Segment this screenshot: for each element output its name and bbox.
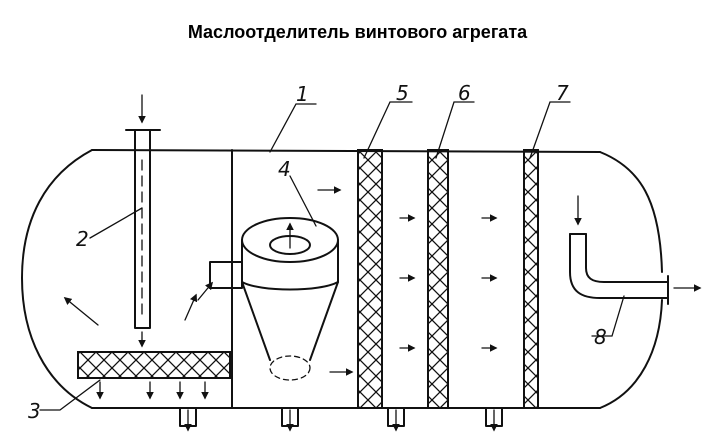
mesh-pad-5 [357,149,383,409]
flow-arrows [317,186,498,376]
inlet-pipe [125,94,161,348]
label-1: 1 [296,82,309,106]
label-3: 3 [28,399,41,423]
mesh-pad-3 [77,351,231,400]
label-6: 6 [458,81,471,105]
diagram-title: Маслоотделитель винтового агрегата [187,22,528,42]
label-8: 8 [594,325,607,349]
outlet-pipe [569,195,702,305]
flow-arrow [63,297,99,326]
label-5: 5 [396,81,409,105]
label-2: 2 [76,227,89,251]
leader-lines [39,101,625,411]
vessel-shell [21,149,663,409]
mesh-pad-7 [523,149,539,409]
mesh-pad-6 [427,149,449,409]
flow-arrow [184,293,198,321]
label-7: 7 [556,81,569,105]
label-4: 4 [278,157,291,181]
cyclone-4 [197,217,339,381]
drain-nozzles [179,407,503,432]
